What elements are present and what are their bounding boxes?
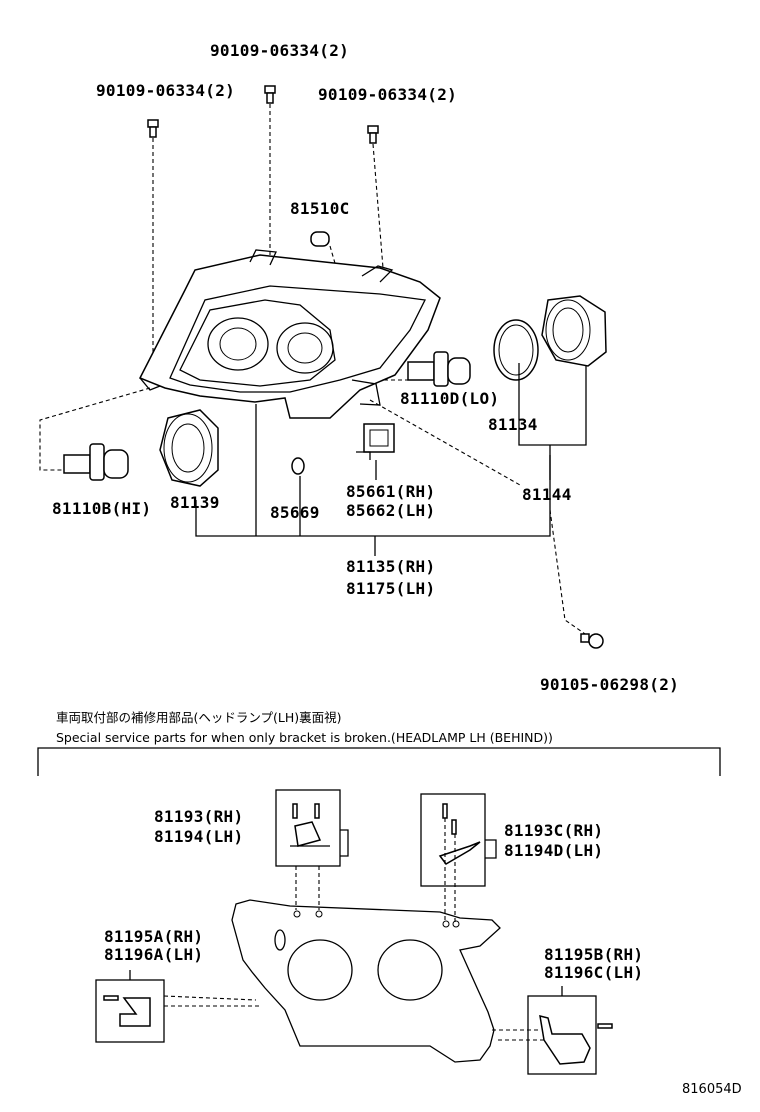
label-ring: 81134 bbox=[488, 415, 538, 434]
label-bolt-left: 90109-06334(2) bbox=[96, 81, 236, 100]
label-bracket-c-lh: 81196A(LH) bbox=[104, 945, 204, 964]
label-screw: 90105-06298(2) bbox=[540, 675, 680, 694]
label-assy-lh: 81175(LH) bbox=[346, 579, 436, 598]
bolt-top-icon bbox=[264, 85, 276, 104]
lo-cover-icon bbox=[541, 295, 607, 367]
label-bolt-right: 90109-06334(2) bbox=[318, 85, 458, 104]
bulb-hi-icon bbox=[63, 443, 129, 481]
bracket-box-d bbox=[527, 995, 613, 1075]
label-assy-rh: 81135(RH) bbox=[346, 557, 436, 576]
label-bracket-a-lh: 81194(LH) bbox=[154, 827, 244, 846]
bracket-box-a bbox=[275, 789, 341, 867]
ring-icon bbox=[493, 319, 539, 381]
label-bracket-a-rh: 81193(RH) bbox=[154, 807, 244, 826]
label-bracket-d-rh: 81195B(RH) bbox=[544, 945, 644, 964]
small-bulb-icon bbox=[310, 231, 330, 247]
note-japanese: 車両取付部の補修用部品(ヘッドランプ(LH)裏面視) bbox=[56, 710, 342, 725]
label-hi-cover: 81139 bbox=[170, 493, 220, 512]
bulb-lo-icon bbox=[407, 351, 471, 387]
screw-icon bbox=[580, 633, 604, 649]
section-bracket bbox=[37, 747, 721, 776]
label-bolt-top: 90109-06334(2) bbox=[210, 41, 350, 60]
label-small-bulb: 81510C bbox=[290, 199, 350, 218]
bolt-right-icon bbox=[367, 125, 379, 144]
label-bracket-c-rh: 81195A(RH) bbox=[104, 927, 204, 946]
bracket-box-b bbox=[420, 793, 486, 887]
note-english: Special service parts for when only brac… bbox=[56, 730, 553, 745]
gasket-icon bbox=[291, 457, 305, 475]
leveling-sensor-icon bbox=[356, 423, 395, 460]
bracket-box-c bbox=[95, 979, 165, 1043]
label-gasket: 85669 bbox=[270, 503, 320, 522]
label-sensor-rh: 85661(RH) bbox=[346, 482, 436, 501]
label-bracket-b-rh: 81193C(RH) bbox=[504, 821, 604, 840]
figure-id: 816054D bbox=[682, 1082, 742, 1097]
headlamp-housing bbox=[138, 249, 441, 419]
label-bulb-lo: 81110D(LO) bbox=[400, 389, 500, 408]
label-sensor-lh: 85662(LH) bbox=[346, 501, 436, 520]
hi-cover-icon bbox=[159, 409, 219, 487]
bolt-left-icon bbox=[147, 119, 159, 138]
label-bulb-hi: 81110B(HI) bbox=[52, 499, 152, 518]
headlamp-outline-behind bbox=[231, 899, 501, 1063]
label-bracket-d-lh: 81196C(LH) bbox=[544, 963, 644, 982]
label-bracket-b-lh: 81194D(LH) bbox=[504, 841, 604, 860]
label-lo-cover: 81144 bbox=[522, 485, 572, 504]
